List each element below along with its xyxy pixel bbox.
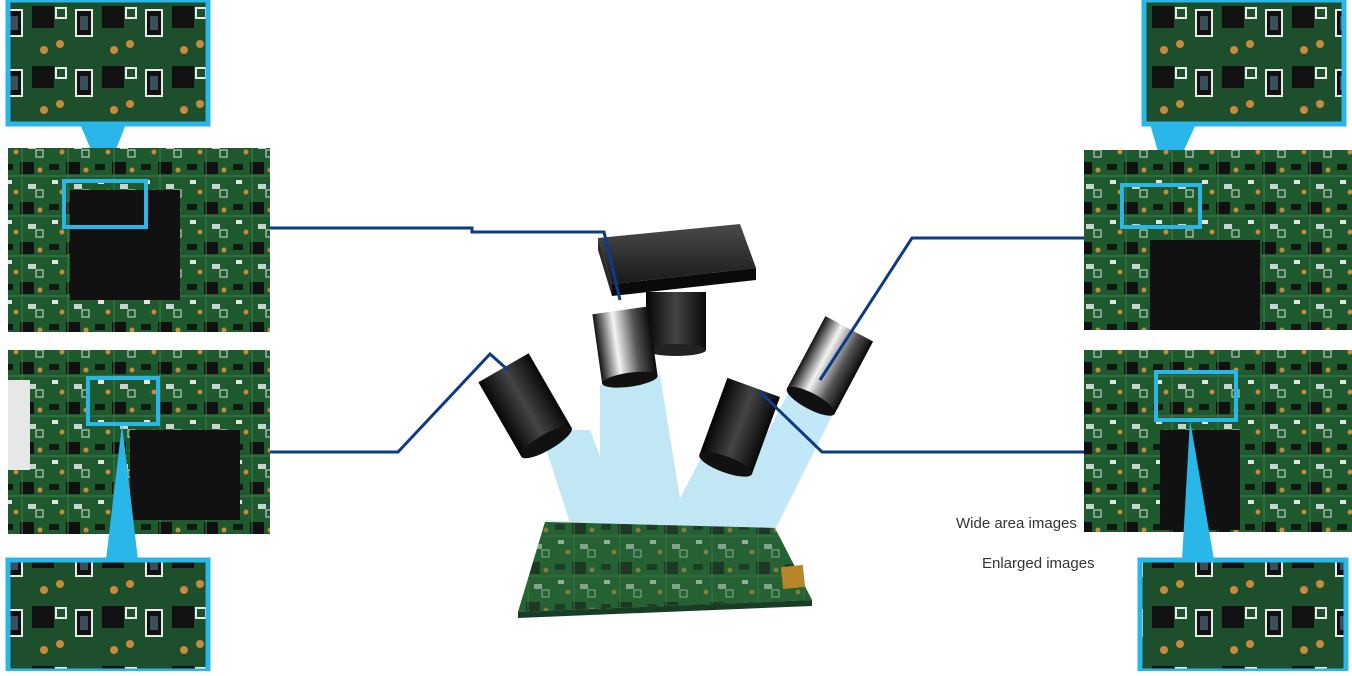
enlarged-image-top-left	[8, 0, 208, 124]
enlarged-image-bottom-left	[8, 560, 208, 671]
enlarged-image-top-right	[1144, 0, 1344, 124]
enlarged-image-bottom-right	[1140, 560, 1346, 671]
wide-area-image-bottom-left	[8, 350, 270, 534]
wide-area-image-bottom-right	[1084, 350, 1352, 532]
wide-area-image-top-left	[8, 148, 270, 332]
enlarged-images-label: Enlarged images	[982, 555, 1095, 572]
circuit-board	[518, 522, 812, 618]
connector-bottom-left	[270, 354, 508, 452]
connector-top-left	[270, 228, 620, 300]
wide-area-images-label: Wide area images	[956, 515, 1077, 532]
wide-area-image-top-right	[1084, 150, 1352, 330]
